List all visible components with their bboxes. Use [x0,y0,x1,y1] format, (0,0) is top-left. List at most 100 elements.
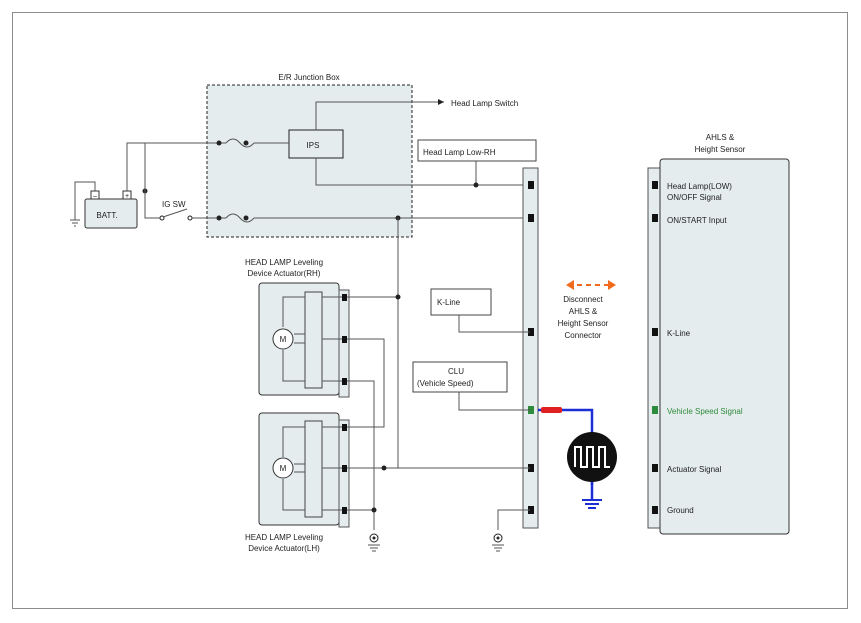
battery-label: BATT. [96,211,117,220]
diagram-frame [12,12,848,609]
connector-pin [342,424,347,431]
ahls-pin [652,214,658,222]
disconnect-line3: Height Sensor [558,319,609,328]
connector-pin [342,507,347,514]
ips-label: IPS [307,141,320,150]
junction-dot [243,215,249,221]
probe-red-tip [541,407,562,413]
actuator-lh-connector [338,419,350,528]
ahls-pin-speed [652,406,658,414]
head-lamp-switch-wire [315,99,444,130]
fuse-top-icon [225,138,255,148]
disconnect-line4: Connector [565,331,602,340]
pin-label-on-start: ON/START Input [667,216,727,225]
junction-dot [381,465,387,471]
junction-dot [371,507,377,513]
disconnect-line1: Disconnect [563,295,603,304]
battery-pos-sign: + [125,193,129,200]
actuator-lh-internal-wires [322,426,342,511]
batt-to-fuse-wire [126,142,226,191]
connector-pin [342,378,347,385]
ahls-module-box [659,158,790,535]
actuator-rh-line1: HEAD LAMP Leveling [245,258,323,267]
pin-label-kline: K-Line [667,329,691,338]
rh-lh-link-wire [347,338,385,428]
connector-pin-speed [528,406,534,414]
junction-dot [216,215,222,221]
head-lamp-low-rh-label: Head Lamp Low-RH [423,148,496,157]
main-connector-bar [522,167,539,529]
connector-pin [528,181,534,189]
ground-icon-bars [368,544,380,552]
ig-switch-lever [162,208,188,218]
connector-pin [528,328,534,336]
arrow-right-icon [608,280,616,290]
square-wave-icon [574,446,610,468]
junction-box [206,84,413,238]
pin-label-headlamp-low-1: Head Lamp(LOW) [667,182,732,191]
actuator-rh-internal-wires [322,296,342,382]
connector-pin [342,294,347,301]
junction-dot [473,182,479,188]
actuator-rh-motor-wires [282,296,305,382]
rh-ground-wire [347,380,375,530]
junction-dot [395,294,401,300]
main-ground-wire [497,509,530,530]
actuator-lh-line1: HEAD LAMP Leveling [245,533,323,542]
disconnect-line2: AHLS & [569,307,598,316]
ahls-title-line1: AHLS & [706,133,735,142]
ground-icon-dot [496,536,500,540]
connector-pin [342,465,347,472]
connector-pin [528,464,534,472]
clu-label-line1: CLU [448,367,464,376]
actuator-rh-line2: Device Actuator(RH) [248,269,321,278]
head-lamp-low-rh-box [417,139,537,162]
connector-pin [528,214,534,222]
ips-out-wire [315,158,530,186]
kline-wire [458,315,530,333]
pin-label-vehicle-speed: Vehicle Speed Signal [667,407,743,416]
actuator-lh-board [304,420,323,518]
battery-box [84,198,138,229]
motor-rh-icon [272,328,294,350]
fuse-bottom-icon [225,213,255,223]
ahls-pin [652,181,658,189]
motor-rh-label: M [280,335,287,344]
ground-icon-bars [492,544,504,552]
ahls-title-line2: Height Sensor [695,145,746,154]
pin-label-ground: Ground [667,506,694,515]
motor-lh-label: M [280,464,287,473]
battery-ground-icon [70,219,80,227]
ground-icon-dot [372,536,376,540]
battery-ground-wire [74,181,96,220]
ig-switch-contact [187,215,193,221]
junction-dot [243,140,249,146]
ig-sw-label: IG SW [162,200,186,209]
actuator-lh-motor-wires [282,426,305,511]
clu-box [412,361,508,393]
kline-box-label: K-Line [437,298,461,307]
ig-feed-wire [144,191,160,219]
actuator-rh-board [304,291,323,389]
junction-box-title: E/R Junction Box [278,73,339,82]
ahls-pin [652,464,658,472]
connector-pin [342,336,347,343]
clu-speed-wire [458,392,530,411]
head-lamp-switch-label: Head Lamp Switch [451,99,518,108]
kline-box [430,288,492,316]
arrow-left-icon [566,280,574,290]
ahls-pin [652,328,658,336]
battery-neg-sign: – [93,193,97,200]
motor-lh-icon [272,457,294,479]
connector-pin [528,506,534,514]
probe-ground-icon [582,499,602,509]
ahls-pin [652,506,658,514]
actuator-lh-box [258,412,340,526]
pin-label-actuator: Actuator Signal [667,465,721,474]
junction-dot [216,140,222,146]
pin-label-headlamp-low-2: ON/OFF Signal [667,193,722,202]
clu-label-line2: (Vehicle Speed) [417,379,474,388]
actuator-rh-connector [338,289,350,398]
actuator-lh-line2: Device Actuator(LH) [248,544,320,553]
